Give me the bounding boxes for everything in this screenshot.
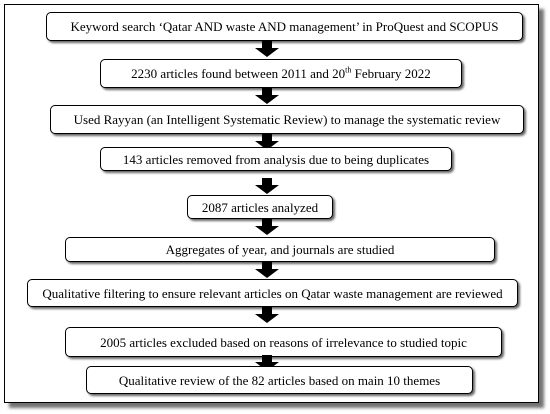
- step-aggregates-text: Aggregates of year, and journals are stu…: [165, 242, 395, 257]
- down-arrow-icon: [255, 262, 279, 278]
- step-duplicates-removed: 143 articles removed from analysis due t…: [100, 147, 452, 171]
- step-qualitative-review-text: Qualitative review of the 82 articles ba…: [118, 372, 441, 388]
- step-articles-analyzed-text: 2087 articles analyzed: [201, 199, 319, 215]
- down-arrow-icon: [255, 355, 279, 371]
- flowchart-frame: Keyword search ‘Qatar AND waste AND mana…: [4, 4, 539, 403]
- step-qualitative-filtering: Qualitative filtering to ensure relevant…: [27, 279, 518, 307]
- step-articles-analyzed: 2087 articles analyzed: [187, 195, 333, 219]
- step-aggregates: Aggregates of year, and journals are stu…: [65, 237, 495, 262]
- down-arrow-icon: [255, 134, 279, 150]
- down-arrow-icon: [255, 88, 279, 104]
- step-keyword-search: Keyword search ‘Qatar AND waste AND mana…: [46, 12, 523, 41]
- step-qualitative-review: Qualitative review of the 82 articles ba…: [86, 366, 473, 394]
- step-articles-excluded-text: 2005 articles excluded based on reasons …: [100, 334, 467, 350]
- step-rayyan: Used Rayyan (an Intelligent Systematic R…: [50, 105, 524, 134]
- down-arrow-icon: [255, 307, 279, 323]
- step-duplicates-removed-text: 143 articles removed from analysis due t…: [122, 151, 430, 167]
- step-qualitative-filtering-text: Qualitative filtering to ensure relevant…: [42, 285, 503, 301]
- step-articles-excluded: 2005 articles excluded based on reasons …: [65, 327, 502, 357]
- step-articles-found-text: 2230 articles found between 2011 and 20t…: [131, 65, 431, 81]
- step-rayyan-text: Used Rayyan (an Intelligent Systematic R…: [73, 112, 501, 127]
- down-arrow-icon: [255, 178, 279, 194]
- down-arrow-icon: [255, 219, 279, 235]
- down-arrow-icon: [255, 41, 279, 57]
- step-articles-found: 2230 articles found between 2011 and 20t…: [100, 59, 462, 88]
- step-keyword-search-text: Keyword search ‘Qatar AND waste AND mana…: [70, 19, 499, 34]
